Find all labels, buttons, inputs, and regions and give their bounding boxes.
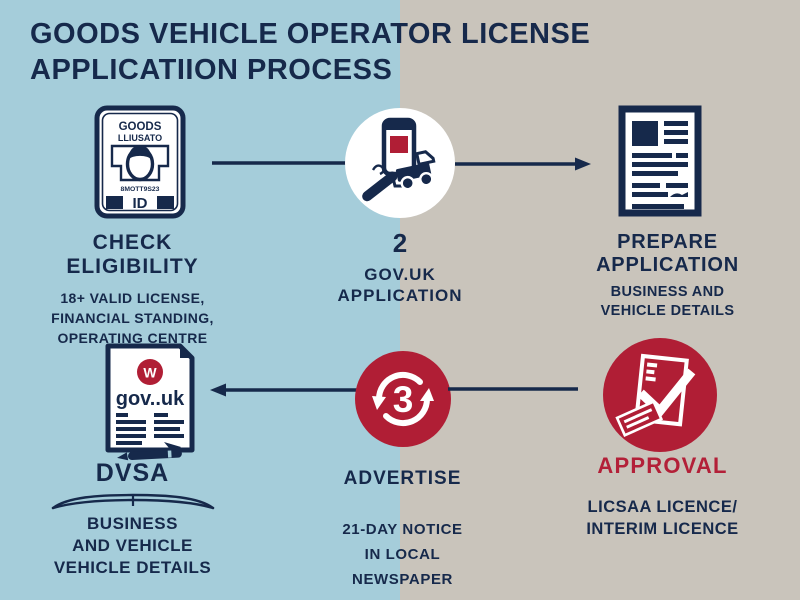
prepare-heading-line1: PREPARE (617, 231, 718, 253)
approval-heading: APPROVAL (597, 453, 728, 478)
approval-check-icon (603, 338, 717, 452)
step-prepare-application-label: PREPARE APPLICATION BUSINESS AND VEHICLE… (565, 231, 770, 321)
arrow-left-icon (210, 383, 362, 397)
title-line1: GOODS VEHICLE OPERATOR LICENSE (30, 18, 591, 50)
govuk-heading-line2: APPLICATION (337, 286, 463, 305)
dvsa-heading: DVSA (95, 459, 170, 487)
truck-glyph (395, 150, 436, 191)
connector-line-1 (212, 161, 350, 165)
stamp-glyph (615, 399, 664, 437)
advertise-details: 21-DAY NOTICE IN LOCAL NEWSPAPER (342, 521, 463, 588)
pen-glyph (362, 171, 398, 202)
id-card-id-label: ID (133, 195, 148, 212)
page-title: GOODS VEHICLE OPERATOR LICENSE APPLICATI… (30, 16, 590, 88)
approval-details: LICSAA LICENCE/ INTERIM LICENCE (586, 498, 739, 538)
id-card-line2: LLIUSATO (118, 133, 162, 143)
id-card-icon: GOODS LLIUSATO 8MOTT9S23 ID (94, 105, 186, 219)
phone-truck-icon (345, 108, 455, 218)
step-govuk-application-label: 2 GOV.UK APPLICATION (315, 229, 485, 306)
background-right (400, 0, 800, 600)
arrow-right-icon (455, 157, 591, 171)
application-document-icon (618, 105, 702, 217)
title-line2: APPLICATIION PROCESS (30, 54, 393, 86)
advertise-heading: ADVERTISE (343, 468, 462, 489)
step-dvsa-label: DVSA BUSINESS AND VEHICLE VEHICLE DETAIL… (25, 458, 240, 579)
step-number-2: 2 (392, 228, 408, 258)
dvsa-details: BUSINESS AND VEHICLE VEHICLE DETAILS (53, 514, 212, 577)
govuk-heading-line1: GOV.UK (364, 265, 436, 284)
prepare-details: BUSINESS AND VEHICLE DETAILS (600, 284, 735, 319)
cycle-3-icon: 3 (355, 351, 451, 447)
check-heading-line2: ELIGIBILITY (66, 255, 199, 278)
govuk-site-text: gov..uk (116, 388, 185, 410)
step-advertise-label: ADVERTISE 21-DAY NOTICE IN LOCAL NEWSPAP… (315, 468, 490, 592)
connector-line-2 (448, 387, 578, 391)
check-heading-line1: CHECK (92, 231, 173, 254)
check-details: 18+ VALID LICENSE, FINANCIAL STANDING, O… (51, 290, 214, 346)
govuk-crest-letter: W (143, 365, 157, 381)
id-card-line1: GOODS (119, 121, 162, 133)
prepare-heading-line2: APPLICATION (596, 254, 739, 276)
pen-icon (117, 449, 182, 461)
step-number-3: 3 (393, 379, 414, 420)
step-approval-label: APPROVAL LICSAA LICENCE/ INTERIM LICENCE (555, 453, 770, 540)
id-card-serial: 8MOTT9S23 (121, 186, 160, 193)
govuk-document-icon: W gov..uk (105, 343, 195, 461)
step-check-eligibility-label: CHECK ELIGIBILITY 18+ VALID LICENSE, FIN… (20, 231, 245, 348)
brace-shape (51, 493, 214, 510)
background-left (0, 0, 400, 600)
